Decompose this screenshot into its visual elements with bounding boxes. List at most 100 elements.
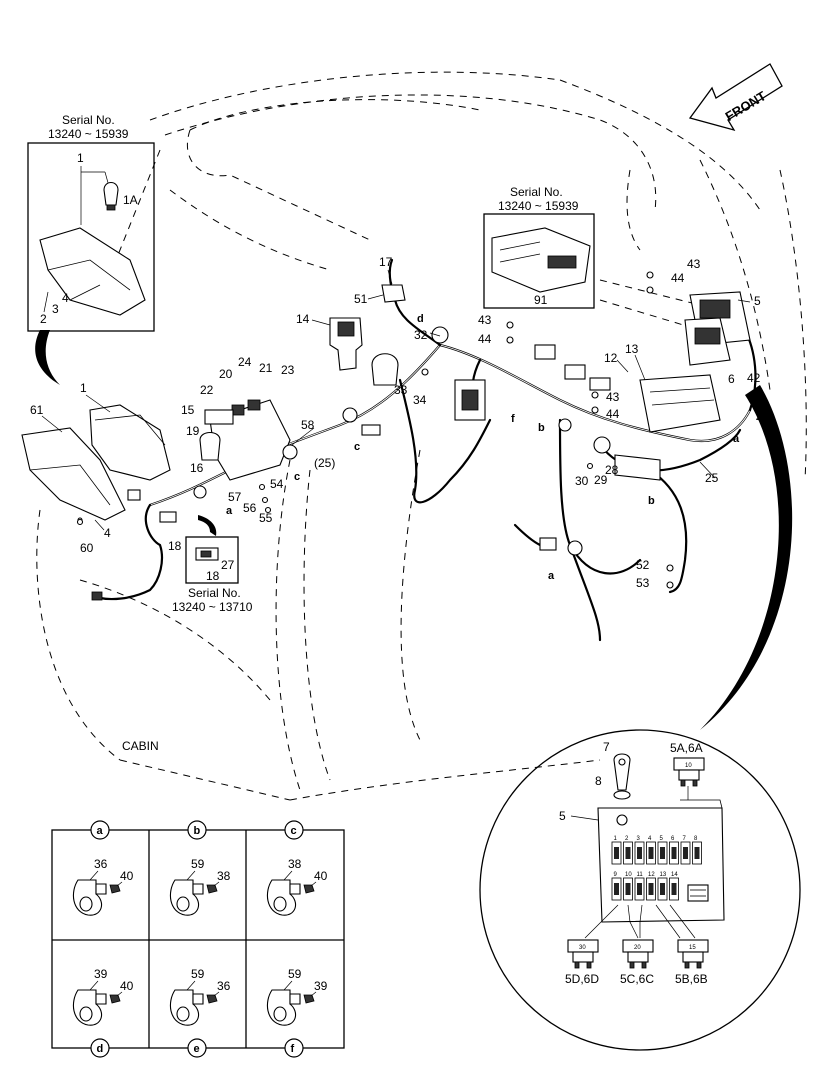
callout-16: 16 xyxy=(190,461,204,475)
inset-room-lamp-serial-range: 13240 ~ 15939 xyxy=(48,127,129,141)
fuse-slot-number: 14 xyxy=(671,872,678,878)
fuse-slot-blade xyxy=(614,883,619,895)
clip-hole xyxy=(79,1006,93,1022)
inset-radio: Serial No. 13240 ~ 15939 91 xyxy=(483,185,595,309)
clip-label: 38 xyxy=(217,869,231,883)
clip-tab xyxy=(95,883,107,895)
fuse-slot-blade xyxy=(637,847,642,859)
callout-13: 13 xyxy=(625,342,639,356)
callout-22: 22 xyxy=(200,383,214,397)
callout-58: 58 xyxy=(301,418,315,432)
clip-letter-badge xyxy=(90,820,110,840)
callout-61: 61 xyxy=(30,403,44,417)
callout-letter-d: d xyxy=(417,313,424,325)
cabin-outline xyxy=(36,71,807,801)
fuse-slot-blade xyxy=(625,883,631,895)
clip-leader xyxy=(310,881,317,887)
callout-55: 55 xyxy=(259,511,273,525)
callout-57: 57 xyxy=(228,490,242,504)
fuse-icon-10a: 10 xyxy=(673,757,705,787)
callout-21: 21 xyxy=(259,361,273,375)
fuse-slot-number: 6 xyxy=(671,836,675,842)
fuse-icon-15a: 15 xyxy=(677,939,709,969)
fuse-slot-number: 4 xyxy=(648,836,652,842)
callout-18: 18 xyxy=(168,539,182,553)
fuse-detail-label-5b6b: 5B,6B xyxy=(675,972,708,986)
inset-relay-serial-label: Serial No. xyxy=(188,586,241,600)
callout-5: 5 xyxy=(754,294,761,308)
fuse-detail-label-5c6c: 5C,6C xyxy=(620,972,654,986)
callout-14: 14 xyxy=(296,312,310,326)
clip-letter-badge xyxy=(187,820,207,840)
fuse-detail-label-7: 7 xyxy=(603,740,610,754)
fuse-rating-10: 10 xyxy=(685,763,692,769)
clip-label: 38 xyxy=(288,857,302,871)
fuse-slot-number: 12 xyxy=(648,872,655,878)
clip-cell-a: a 36 40 xyxy=(72,820,134,916)
clip-fastener xyxy=(206,994,218,1004)
callout-32: 32 xyxy=(414,328,428,342)
clip-leader xyxy=(89,980,99,991)
clip-label: 36 xyxy=(94,857,108,871)
inset-radio-item: 91 xyxy=(534,293,548,307)
clip-leader xyxy=(186,870,196,881)
callout-letter-a: a xyxy=(226,505,233,517)
cabin-label: CABIN xyxy=(122,739,159,753)
clip-leader xyxy=(116,881,123,887)
callout-25: 25 xyxy=(705,471,719,485)
clip-letter-badge xyxy=(187,1038,207,1058)
clip-fastener xyxy=(303,994,315,1004)
inset-relay-serial-range: 13240 ~ 13710 xyxy=(172,600,253,614)
callout-19: 19 xyxy=(186,424,200,438)
front-arrow-label: FRONT xyxy=(723,88,769,124)
callout-34: 34 xyxy=(413,393,427,407)
fuse-rating-30: 30 xyxy=(579,945,586,951)
fuse-slot-blade xyxy=(637,883,642,895)
inset-room-lamp-item-1a: 1A xyxy=(123,193,138,207)
fuse-slot-blade xyxy=(660,847,665,859)
clip-tab xyxy=(289,993,301,1005)
fuse-slot-number: 10 xyxy=(625,872,632,878)
fuse-detail-label-5d6d: 5D,6D xyxy=(565,972,599,986)
clip-label: 36 xyxy=(217,979,231,993)
clip-leader xyxy=(310,991,317,997)
clip-label: 40 xyxy=(120,869,134,883)
inset-relay-item-18: 18 xyxy=(206,569,220,583)
fuse-slot-number: 9 xyxy=(614,872,618,878)
callout-6: 6 xyxy=(728,372,735,386)
callout-28: 28 xyxy=(605,463,619,477)
callout-15: 15 xyxy=(181,403,195,417)
clip-hole xyxy=(273,1006,287,1022)
clip-label: 59 xyxy=(191,967,205,981)
clip-fastener xyxy=(206,884,218,894)
inset-radio-serial-label: Serial No. xyxy=(510,185,563,199)
callout-letter-f: f xyxy=(511,413,515,425)
clip-letter: a xyxy=(97,825,104,837)
callout-25-ref: (25) xyxy=(314,456,335,470)
fuse-slot-blade xyxy=(671,847,677,859)
clip-label: 39 xyxy=(94,967,108,981)
callout-44b: 44 xyxy=(671,271,685,285)
clip-tab xyxy=(289,883,301,895)
clip-letter-badge xyxy=(284,820,304,840)
callout-53: 53 xyxy=(636,576,650,590)
fuse-rating-20: 20 xyxy=(634,945,641,951)
clip-leader xyxy=(283,870,293,881)
inset-relay: 27 18 Serial No. 13240 ~ 13710 xyxy=(172,515,253,614)
fuse-detail-label-8: 8 xyxy=(595,774,602,788)
inset-relay-item-27: 27 xyxy=(221,558,235,572)
callout-30: 30 xyxy=(575,474,589,488)
callout-29: 29 xyxy=(594,473,608,487)
inset-room-lamp-item-3: 3 xyxy=(52,302,59,316)
fuse-slot-blade xyxy=(648,847,654,859)
callout-56: 56 xyxy=(243,501,257,515)
clip-tab xyxy=(192,993,204,1005)
clip-label: 39 xyxy=(314,979,328,993)
clip-tab xyxy=(192,883,204,895)
fuse-slot-number: 1 xyxy=(614,836,618,842)
inset-room-lamp-serial-label: Serial No. xyxy=(62,113,115,127)
clip-hole xyxy=(176,1006,190,1022)
